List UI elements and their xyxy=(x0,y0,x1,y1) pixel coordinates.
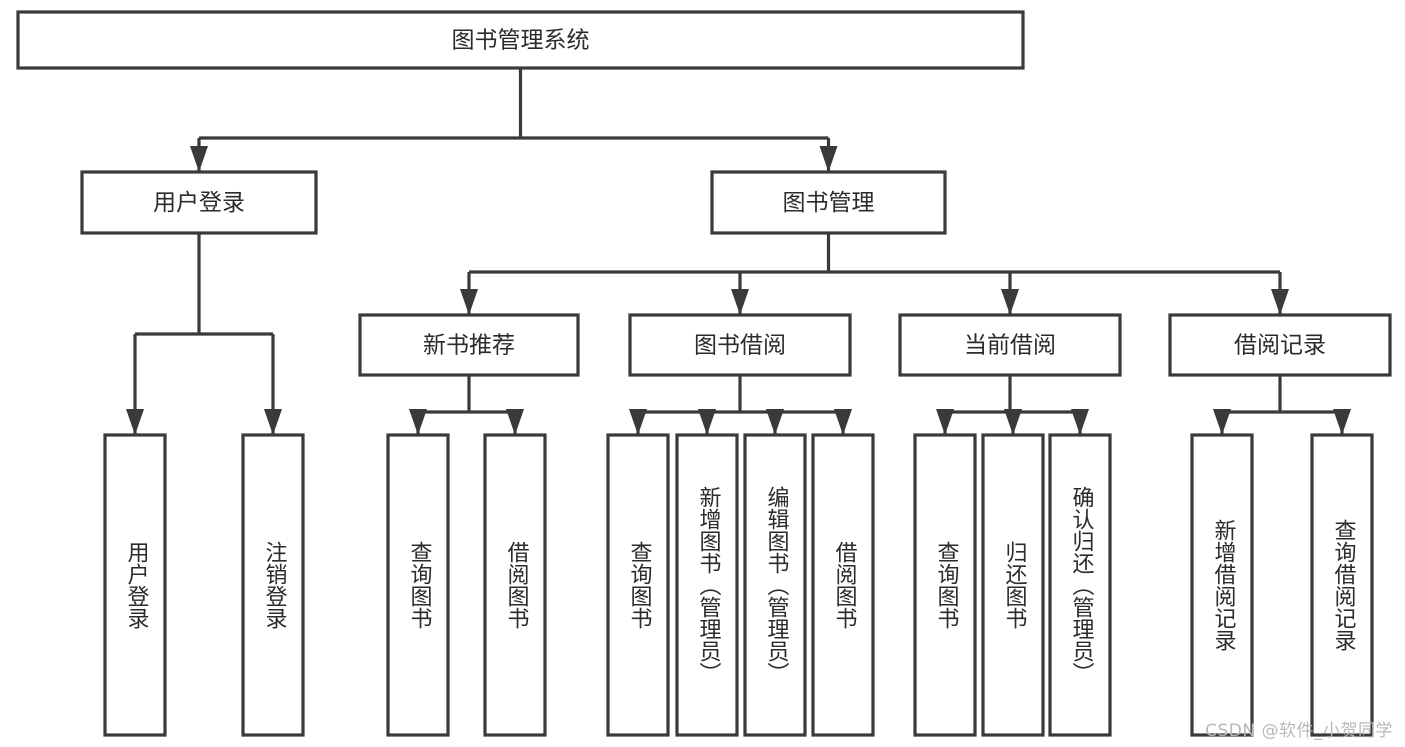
arrow-head-icon-leaf-query-book-current xyxy=(936,409,954,435)
node-leaf-confirm-return[interactable]: 确认归还（管理员） xyxy=(1048,433,1112,737)
arrow-head-icon-user-login xyxy=(190,146,208,172)
node-layer: 图书管理系统用户登录图书管理新书推荐图书借阅当前借阅借阅记录用户登录注销登录查询… xyxy=(16,10,1392,737)
node-box-leaf-return-book xyxy=(981,433,1045,737)
arrow-head-icon-leaf-user-login xyxy=(126,409,144,435)
node-box-root xyxy=(16,10,1025,70)
arrow-head-icon-leaf-query-book-borrow xyxy=(629,409,647,435)
node-leaf-return-book[interactable]: 归还图书 xyxy=(981,433,1045,737)
node-box-leaf-user-logout xyxy=(241,433,305,737)
node-box-borrow-record xyxy=(1168,313,1392,377)
node-book-borrow[interactable]: 图书借阅 xyxy=(628,313,852,377)
connector-layer xyxy=(126,68,1351,435)
arrow-head-icon-new-book-recommend xyxy=(460,289,478,315)
arrow-head-icon-leaf-add-book xyxy=(698,409,716,435)
node-leaf-query-book-recommend[interactable]: 查询图书 xyxy=(386,433,450,737)
node-leaf-query-record[interactable]: 查询借阅记录 xyxy=(1310,433,1374,737)
node-label-leaf-add-book: 新增图书（管理员） xyxy=(695,486,721,684)
node-leaf-borrow-book-recommend[interactable]: 借阅图书 xyxy=(483,433,547,737)
node-label-leaf-query-book-current: 查询图书 xyxy=(933,541,959,629)
node-label-new-book-recommend: 新书推荐 xyxy=(423,333,515,359)
arrow-head-icon-borrow-record xyxy=(1271,289,1289,315)
node-label-current-borrow: 当前借阅 xyxy=(964,333,1056,359)
node-new-book-recommend[interactable]: 新书推荐 xyxy=(358,313,580,377)
arrow-head-icon-leaf-query-book-recommend xyxy=(409,409,427,435)
node-box-book-borrow xyxy=(628,313,852,377)
node-user-login[interactable]: 用户登录 xyxy=(80,170,318,235)
node-label-root: 图书管理系统 xyxy=(452,28,590,54)
node-label-leaf-add-record: 新增借阅记录 xyxy=(1210,519,1236,651)
arrow-head-icon-leaf-add-record xyxy=(1213,409,1231,435)
node-box-book-manage xyxy=(710,170,947,235)
arrow-head-icon-leaf-user-logout xyxy=(264,409,282,435)
node-label-leaf-borrow-book-recommend: 借阅图书 xyxy=(503,541,529,629)
node-current-borrow[interactable]: 当前借阅 xyxy=(898,313,1122,377)
node-label-leaf-confirm-return: 确认归还（管理员） xyxy=(1068,486,1094,684)
node-box-leaf-add-book xyxy=(675,433,739,737)
node-label-leaf-user-login: 用户登录 xyxy=(123,541,149,629)
node-label-leaf-edit-book: 编辑图书（管理员） xyxy=(763,486,789,684)
node-label-leaf-query-book-recommend: 查询图书 xyxy=(406,541,432,629)
arrow-head-icon-leaf-confirm-return xyxy=(1071,409,1089,435)
node-box-new-book-recommend xyxy=(358,313,580,377)
node-leaf-query-book-borrow[interactable]: 查询图书 xyxy=(606,433,670,737)
node-box-current-borrow xyxy=(898,313,1122,377)
node-label-leaf-user-logout: 注销登录 xyxy=(261,541,287,629)
node-box-leaf-edit-book xyxy=(743,433,807,737)
node-box-leaf-borrow-book-recommend xyxy=(483,433,547,737)
arrow-head-icon-leaf-borrow-book-recommend xyxy=(506,409,524,435)
node-leaf-borrow-book[interactable]: 借阅图书 xyxy=(811,433,875,737)
arrow-head-icon-current-borrow xyxy=(1001,289,1019,315)
node-label-leaf-query-book-borrow: 查询图书 xyxy=(626,541,652,629)
node-root[interactable]: 图书管理系统 xyxy=(16,10,1025,70)
node-box-leaf-query-record xyxy=(1310,433,1374,737)
arrow-head-icon-leaf-query-record xyxy=(1333,409,1351,435)
arrow-head-icon-book-manage xyxy=(819,146,838,172)
node-label-leaf-borrow-book: 借阅图书 xyxy=(831,541,857,629)
node-leaf-user-login[interactable]: 用户登录 xyxy=(103,433,167,737)
node-label-leaf-query-record: 查询借阅记录 xyxy=(1330,519,1356,651)
node-box-leaf-confirm-return xyxy=(1048,433,1112,737)
node-box-leaf-borrow-book xyxy=(811,433,875,737)
node-box-leaf-user-login xyxy=(103,433,167,737)
node-label-user-login: 用户登录 xyxy=(153,190,245,216)
node-box-leaf-query-book-current xyxy=(913,433,977,737)
node-box-leaf-query-book-borrow xyxy=(606,433,670,737)
arrow-head-icon-leaf-return-book xyxy=(1004,409,1022,435)
node-box-leaf-add-record xyxy=(1190,433,1254,737)
arrow-head-icon-book-borrow xyxy=(731,289,749,315)
node-book-manage[interactable]: 图书管理 xyxy=(710,170,947,235)
node-box-user-login xyxy=(80,170,318,235)
node-leaf-user-logout[interactable]: 注销登录 xyxy=(241,433,305,737)
arrow-head-icon-leaf-borrow-book xyxy=(834,409,852,435)
node-box-leaf-query-book-recommend xyxy=(386,433,450,737)
node-leaf-add-record[interactable]: 新增借阅记录 xyxy=(1190,433,1254,737)
node-label-borrow-record: 借阅记录 xyxy=(1234,333,1326,359)
arrow-head-icon-leaf-edit-book xyxy=(766,409,784,435)
node-leaf-add-book[interactable]: 新增图书（管理员） xyxy=(675,433,739,737)
node-label-book-manage: 图书管理 xyxy=(783,190,875,216)
node-borrow-record[interactable]: 借阅记录 xyxy=(1168,313,1392,377)
node-leaf-query-book-current[interactable]: 查询图书 xyxy=(913,433,977,737)
node-leaf-edit-book[interactable]: 编辑图书（管理员） xyxy=(743,433,807,737)
node-label-book-borrow: 图书借阅 xyxy=(694,333,786,359)
node-label-leaf-return-book: 归还图书 xyxy=(1001,541,1027,629)
